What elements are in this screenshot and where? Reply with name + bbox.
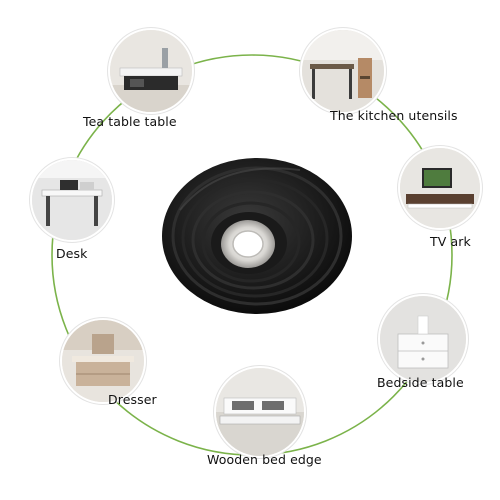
bedside-table-photo	[378, 294, 468, 384]
bed-edge-label: Wooden bed edge	[207, 452, 322, 467]
desk-label: Desk	[56, 246, 88, 261]
bedside-table-label: Bedside table	[377, 375, 464, 390]
tv-ark-label: TV ark	[430, 234, 471, 249]
desk-photo	[30, 158, 114, 242]
dresser-label: Dresser	[108, 392, 157, 407]
tea-table-label: Tea table table	[83, 114, 177, 129]
kitchen-label: The kitchen utensils	[330, 108, 458, 123]
edge-guard-roll-icon	[162, 158, 352, 314]
tv-ark-photo	[398, 146, 482, 230]
bed-edge-photo	[214, 366, 306, 458]
kitchen-photo	[300, 28, 386, 114]
dresser-photo	[60, 318, 146, 404]
tea-table-photo	[108, 28, 194, 114]
